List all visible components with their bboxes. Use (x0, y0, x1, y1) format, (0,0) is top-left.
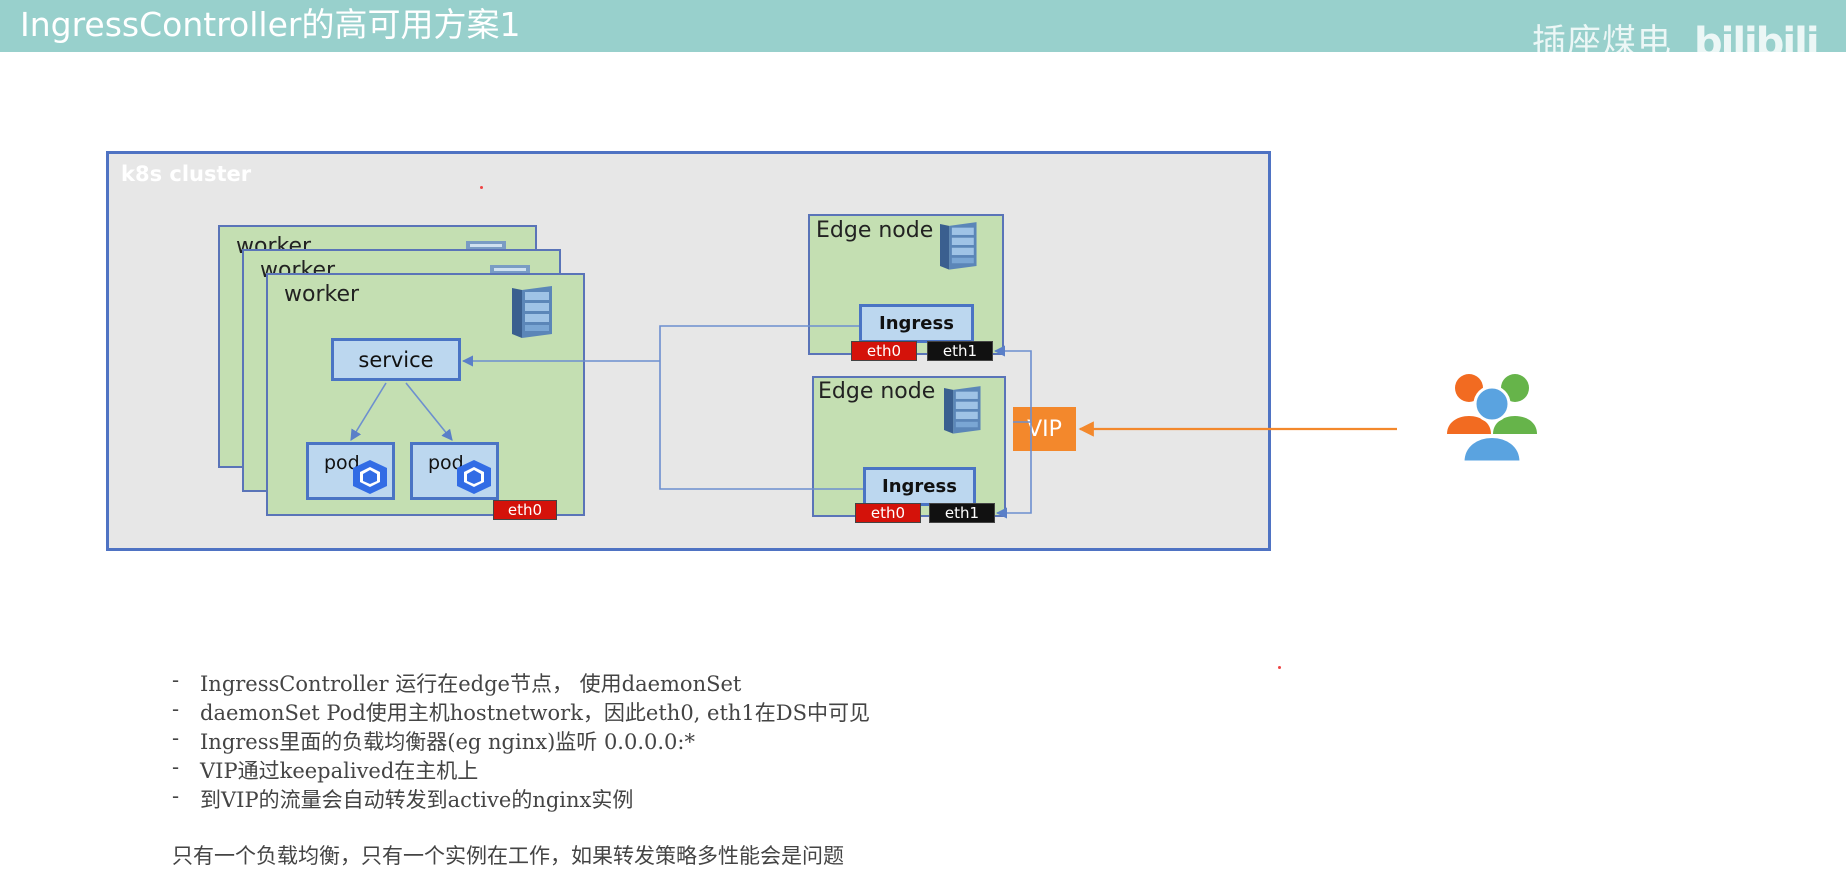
vip-box: VIP (1013, 407, 1076, 451)
kubernetes-pod-icon (351, 459, 389, 495)
summary-note: 只有一个负载均衡，只有一个实例在工作，如果转发策略多性能会是问题 (172, 844, 844, 868)
bullet-item: daemonSet Pod使用主机hostnetwork，因此eth0, eth… (200, 701, 870, 725)
bullet-marker: - (172, 668, 180, 692)
watermark-text: 插座煤电 (1532, 22, 1672, 62)
pod-label: pod (428, 452, 464, 474)
title-bar (0, 0, 1846, 52)
server-icon (512, 284, 558, 338)
edge1-eth0-nic: eth0 (851, 341, 917, 361)
bullet-item: Ingress里面的负载均衡器(eg nginx)监听 0.0.0.0:* (200, 730, 695, 754)
slide-title: IngressController的高可用方案1 (20, 5, 521, 44)
cluster-label: k8s cluster (121, 162, 252, 186)
red-dot-marker (1278, 666, 1281, 669)
service-box: service (331, 338, 461, 381)
edge-node-label: Edge node (818, 379, 936, 404)
bullet-item: 到VIP的流量会自动转发到active的nginx实例 (200, 788, 634, 812)
bullet-marker: - (172, 697, 180, 721)
pod-label: pod (324, 452, 360, 474)
edge2-eth0-nic: eth0 (855, 503, 921, 523)
bullet-item: VIP通过keepalived在主机上 (200, 759, 479, 783)
ingress-box: Ingress (859, 304, 974, 343)
bullet-item: IngressController 运行在edge节点， 使用daemonSet (200, 672, 742, 696)
edge1-eth1-nic: eth1 (927, 341, 993, 361)
server-icon (944, 382, 986, 436)
ingress-box: Ingress (863, 467, 976, 506)
pod-box: pod (306, 442, 395, 500)
red-dot-marker (480, 186, 483, 189)
edge-node-label: Edge node (816, 218, 934, 243)
edge2-eth1-nic: eth1 (929, 503, 995, 523)
pod-box: pod (410, 442, 499, 500)
users-icon (1445, 370, 1539, 464)
bullet-marker: - (172, 726, 180, 750)
server-icon (940, 218, 982, 272)
worker-label: worker (284, 282, 360, 307)
bullet-marker: - (172, 784, 180, 808)
worker-eth0-nic: eth0 (493, 500, 557, 520)
bilibili-logo: bilibili (1694, 20, 1820, 66)
bullet-marker: - (172, 755, 180, 779)
kubernetes-pod-icon (455, 459, 493, 495)
